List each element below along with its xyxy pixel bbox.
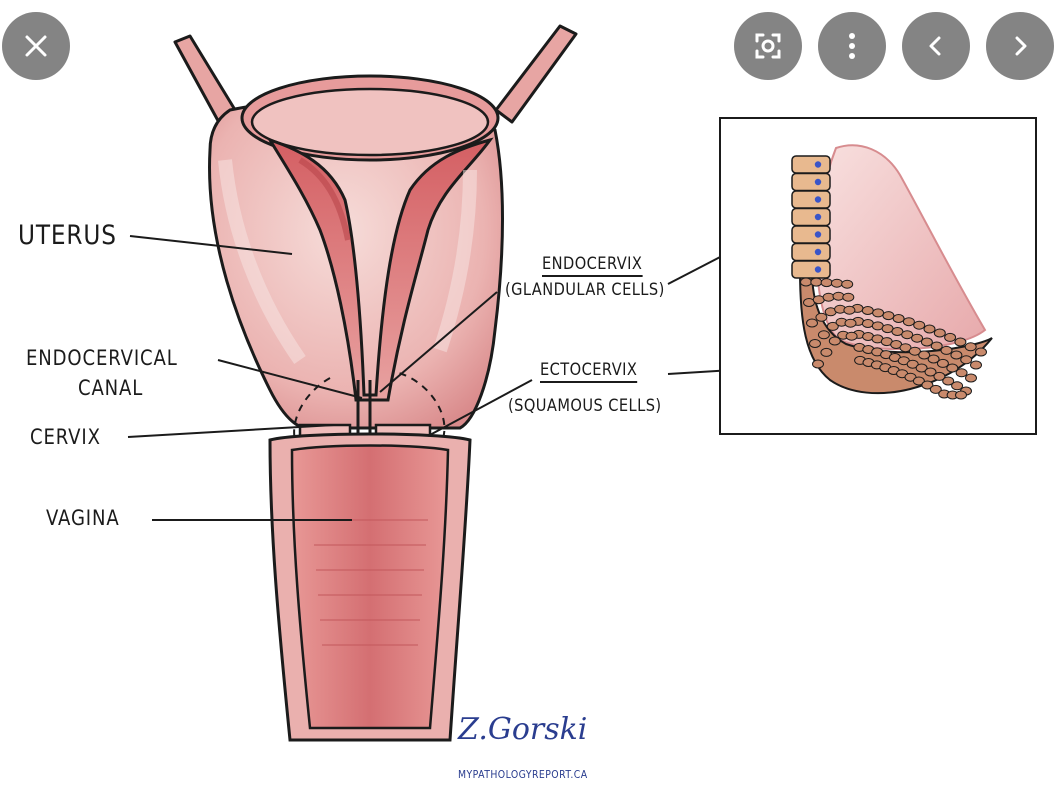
squamous-cell — [810, 340, 821, 348]
squamous-cell — [893, 315, 904, 323]
squamous-cell — [833, 292, 844, 300]
squamous-cell — [821, 279, 832, 287]
squamous-cell — [976, 348, 987, 356]
cell-nucleus — [815, 266, 821, 272]
squamous-cell — [956, 369, 967, 377]
squamous-cell — [937, 359, 948, 367]
squamous-cell — [941, 346, 952, 354]
squamous-cell — [966, 374, 977, 382]
label-uterus: UTERUS — [18, 222, 117, 249]
credit-website: MYPATHOLOGYREPORT.CA — [458, 768, 588, 781]
squamous-cell — [931, 342, 942, 350]
squamous-cell — [914, 321, 925, 329]
more-options-button[interactable] — [818, 12, 886, 80]
cell-nucleus — [815, 231, 821, 237]
cell-nucleus — [815, 249, 821, 255]
squamous-cell — [921, 338, 932, 346]
lens-icon — [753, 31, 783, 61]
glandular-cell — [792, 156, 830, 173]
squamous-cell — [955, 338, 966, 346]
squamous-cell — [956, 391, 967, 399]
squamous-cell — [811, 278, 822, 286]
squamous-cell — [813, 360, 824, 368]
chevron-right-icon — [1010, 35, 1030, 57]
label-vagina: VAGINA — [46, 508, 120, 529]
next-image-button[interactable] — [986, 12, 1054, 80]
squamous-cell — [947, 364, 958, 372]
glandular-cell — [792, 244, 830, 261]
squamous-cell — [821, 348, 832, 356]
squamous-cell — [912, 334, 923, 342]
squamous-cell — [862, 307, 873, 315]
right-fallopian-tube — [496, 26, 576, 122]
label-endocervix-note: (GLANDULAR CELLS) — [505, 282, 665, 299]
histology-inset — [720, 118, 1036, 434]
visual-search-button[interactable] — [734, 12, 802, 80]
squamous-cell — [883, 312, 894, 320]
cell-nucleus — [815, 179, 821, 185]
close-icon — [22, 32, 50, 60]
squamous-cell — [934, 329, 945, 337]
squamous-cell — [842, 280, 853, 288]
glandular-cell — [792, 191, 830, 208]
vagina-canal — [270, 434, 470, 740]
squamous-cell — [951, 351, 962, 359]
squamous-cell — [818, 331, 829, 339]
glandular-cell — [792, 174, 830, 191]
squamous-cell — [823, 293, 834, 301]
squamous-cell — [862, 320, 873, 328]
squamous-cell — [903, 318, 914, 326]
label-ectocervix: ECTOCERVIX — [540, 362, 637, 383]
squamous-cell — [845, 319, 856, 327]
squamous-cell — [945, 333, 956, 341]
squamous-cell — [829, 337, 840, 345]
squamous-cell — [807, 319, 818, 327]
cell-nucleus — [815, 161, 821, 167]
previous-image-button[interactable] — [902, 12, 970, 80]
artist-signature: Z.Gorski — [458, 712, 587, 747]
label-cervix: CERVIX — [30, 427, 101, 448]
squamous-cell — [961, 356, 972, 364]
squamous-cell — [846, 332, 857, 340]
squamous-cell — [844, 306, 855, 314]
glandular-cell — [792, 209, 830, 226]
glandular-cells — [792, 156, 830, 278]
label-endocervix: ENDOCERVIX — [542, 256, 642, 277]
label-endocervical-canal-line1: ENDOCERVICAL — [26, 348, 178, 369]
squamous-cell — [816, 313, 827, 321]
glandular-cell — [792, 226, 830, 243]
glandular-cell — [792, 261, 830, 278]
squamous-cell — [902, 331, 913, 339]
more-vertical-icon — [847, 31, 857, 61]
squamous-cell — [873, 309, 884, 317]
squamous-cell — [843, 293, 854, 301]
label-ectocervix-note: (SQUAMOUS CELLS) — [508, 398, 662, 415]
squamous-cell — [801, 278, 812, 286]
squamous-cell — [971, 361, 982, 369]
chevron-left-icon — [926, 35, 946, 57]
close-button[interactable] — [2, 12, 70, 80]
squamous-cell — [831, 279, 842, 287]
label-endocervical-canal-line2: CANAL — [78, 378, 143, 399]
cell-nucleus — [815, 196, 821, 202]
cell-nucleus — [815, 214, 821, 220]
squamous-cell — [965, 343, 976, 351]
squamous-cell — [924, 325, 935, 333]
